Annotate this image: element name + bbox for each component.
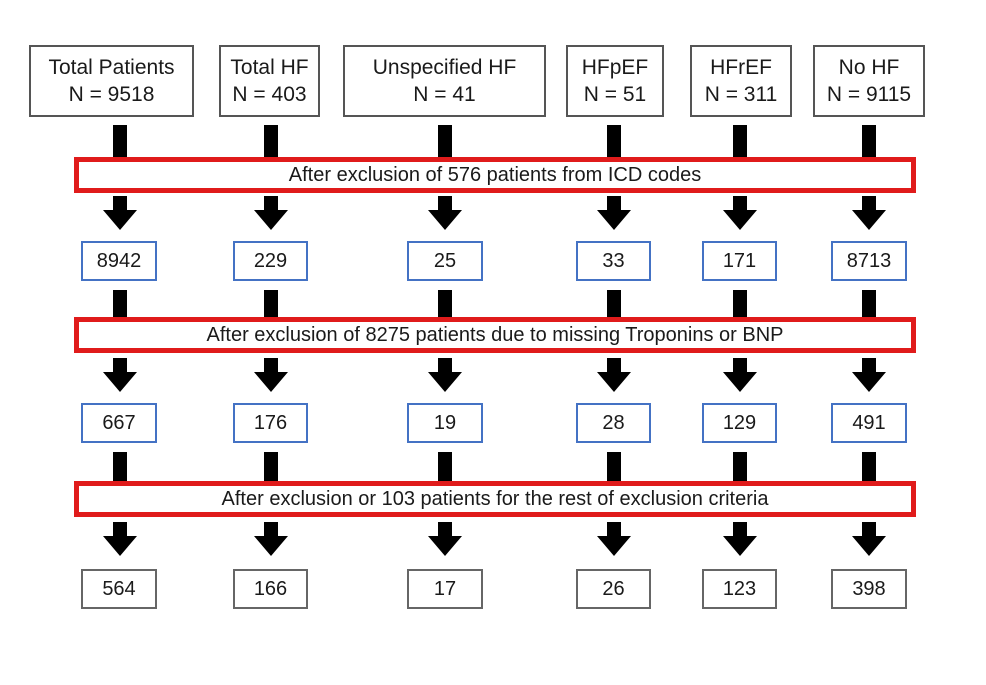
header-title: Total Patients xyxy=(48,56,175,79)
down-arrow-icon xyxy=(254,522,288,556)
count-box-unspecified-hf-after-icd: 25 xyxy=(407,241,483,281)
count-box-hfref-after-biomarkers: 129 xyxy=(702,403,777,443)
count-box-no-hf-final: 398 xyxy=(831,569,907,609)
header-count: N = 51 xyxy=(583,83,647,106)
down-arrow-icon xyxy=(428,358,462,392)
down-arrow-icon xyxy=(428,196,462,230)
count-box-hfref-final: 123 xyxy=(702,569,777,609)
connector-stem xyxy=(607,452,621,481)
connector-stem xyxy=(862,290,876,317)
count-box-unspecified-hf-final: 17 xyxy=(407,569,483,609)
count-box-hfref-after-icd: 171 xyxy=(702,241,777,281)
connector-stem xyxy=(733,452,747,481)
header-box-total-patients: Total Patients N = 9518 xyxy=(29,45,194,117)
down-arrow-icon xyxy=(597,358,631,392)
header-box-hfref: HFrEF N = 311 xyxy=(690,45,792,117)
down-arrow-icon xyxy=(254,358,288,392)
exclusion-step-missing-biomarkers: After exclusion of 8275 patients due to … xyxy=(74,317,916,353)
connector-stem xyxy=(264,452,278,481)
count-box-total-hf-after-icd: 229 xyxy=(233,241,308,281)
count-box-hfpef-final: 26 xyxy=(576,569,651,609)
header-count: N = 9518 xyxy=(68,83,155,106)
count-box-unspecified-hf-after-biomarkers: 19 xyxy=(407,403,483,443)
down-arrow-icon xyxy=(852,522,886,556)
header-title: HFrEF xyxy=(710,56,772,79)
count-box-total-patients-after-icd: 8942 xyxy=(81,241,157,281)
header-title: Total HF xyxy=(230,56,309,79)
header-title: Unspecified HF xyxy=(372,56,517,79)
count-box-total-hf-after-biomarkers: 176 xyxy=(233,403,308,443)
count-box-total-hf-final: 166 xyxy=(233,569,308,609)
down-arrow-icon xyxy=(852,196,886,230)
connector-stem xyxy=(733,125,747,157)
connector-stem xyxy=(862,452,876,481)
exclusion-step-other-criteria: After exclusion or 103 patients for the … xyxy=(74,481,916,517)
down-arrow-icon xyxy=(723,522,757,556)
down-arrow-icon xyxy=(254,196,288,230)
count-box-total-patients-after-biomarkers: 667 xyxy=(81,403,157,443)
down-arrow-icon xyxy=(852,358,886,392)
connector-stem xyxy=(438,452,452,481)
down-arrow-icon xyxy=(723,196,757,230)
count-box-hfpef-after-icd: 33 xyxy=(576,241,651,281)
connector-stem xyxy=(113,125,127,157)
connector-stem xyxy=(607,125,621,157)
connector-stem xyxy=(113,452,127,481)
connector-stem xyxy=(264,125,278,157)
header-box-total-hf: Total HF N = 403 xyxy=(219,45,320,117)
header-count: N = 403 xyxy=(232,83,307,106)
connector-stem xyxy=(438,290,452,317)
down-arrow-icon xyxy=(103,196,137,230)
down-arrow-icon xyxy=(723,358,757,392)
connector-stem xyxy=(607,290,621,317)
header-title: HFpEF xyxy=(581,56,649,79)
exclusion-step-icd-codes: After exclusion of 576 patients from ICD… xyxy=(74,157,916,193)
down-arrow-icon xyxy=(597,522,631,556)
down-arrow-icon xyxy=(103,522,137,556)
connector-stem xyxy=(862,125,876,157)
header-count: N = 311 xyxy=(704,83,778,106)
down-arrow-icon xyxy=(103,358,137,392)
header-box-no-hf: No HF N = 9115 xyxy=(813,45,925,117)
count-box-no-hf-after-biomarkers: 491 xyxy=(831,403,907,443)
count-box-hfpef-after-biomarkers: 28 xyxy=(576,403,651,443)
connector-stem xyxy=(264,290,278,317)
header-box-unspecified-hf: Unspecified HF N = 41 xyxy=(343,45,546,117)
connector-stem xyxy=(733,290,747,317)
header-box-hfpef: HFpEF N = 51 xyxy=(566,45,664,117)
count-box-no-hf-after-icd: 8713 xyxy=(831,241,907,281)
header-count: N = 41 xyxy=(413,83,476,106)
down-arrow-icon xyxy=(597,196,631,230)
connector-stem xyxy=(113,290,127,317)
connector-stem xyxy=(438,125,452,157)
count-box-total-patients-final: 564 xyxy=(81,569,157,609)
header-title: No HF xyxy=(838,56,900,79)
down-arrow-icon xyxy=(428,522,462,556)
header-count: N = 9115 xyxy=(826,83,912,106)
